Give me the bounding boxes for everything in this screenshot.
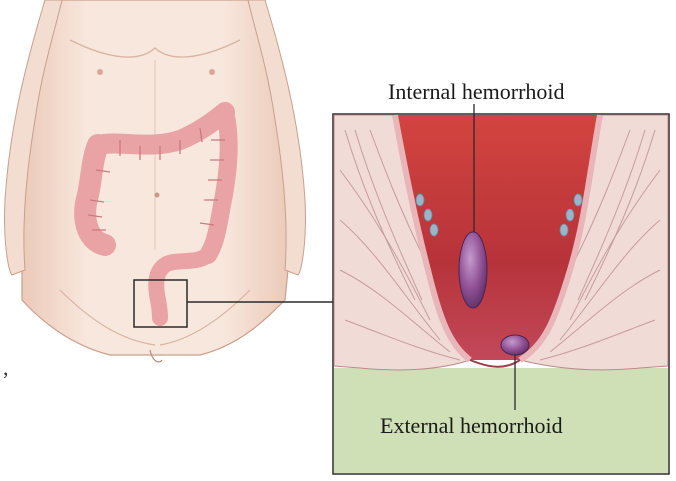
internal-hemorrhoid-label: Internal hemorrhoid: [388, 79, 565, 105]
external-hemorrhoid-label: External hemorrhoid: [380, 413, 563, 439]
external-hemorrhoid-mark: [501, 335, 529, 355]
internal-hemorrhoid-mark: [459, 232, 487, 308]
stray-comma-mark: ,: [3, 355, 9, 381]
